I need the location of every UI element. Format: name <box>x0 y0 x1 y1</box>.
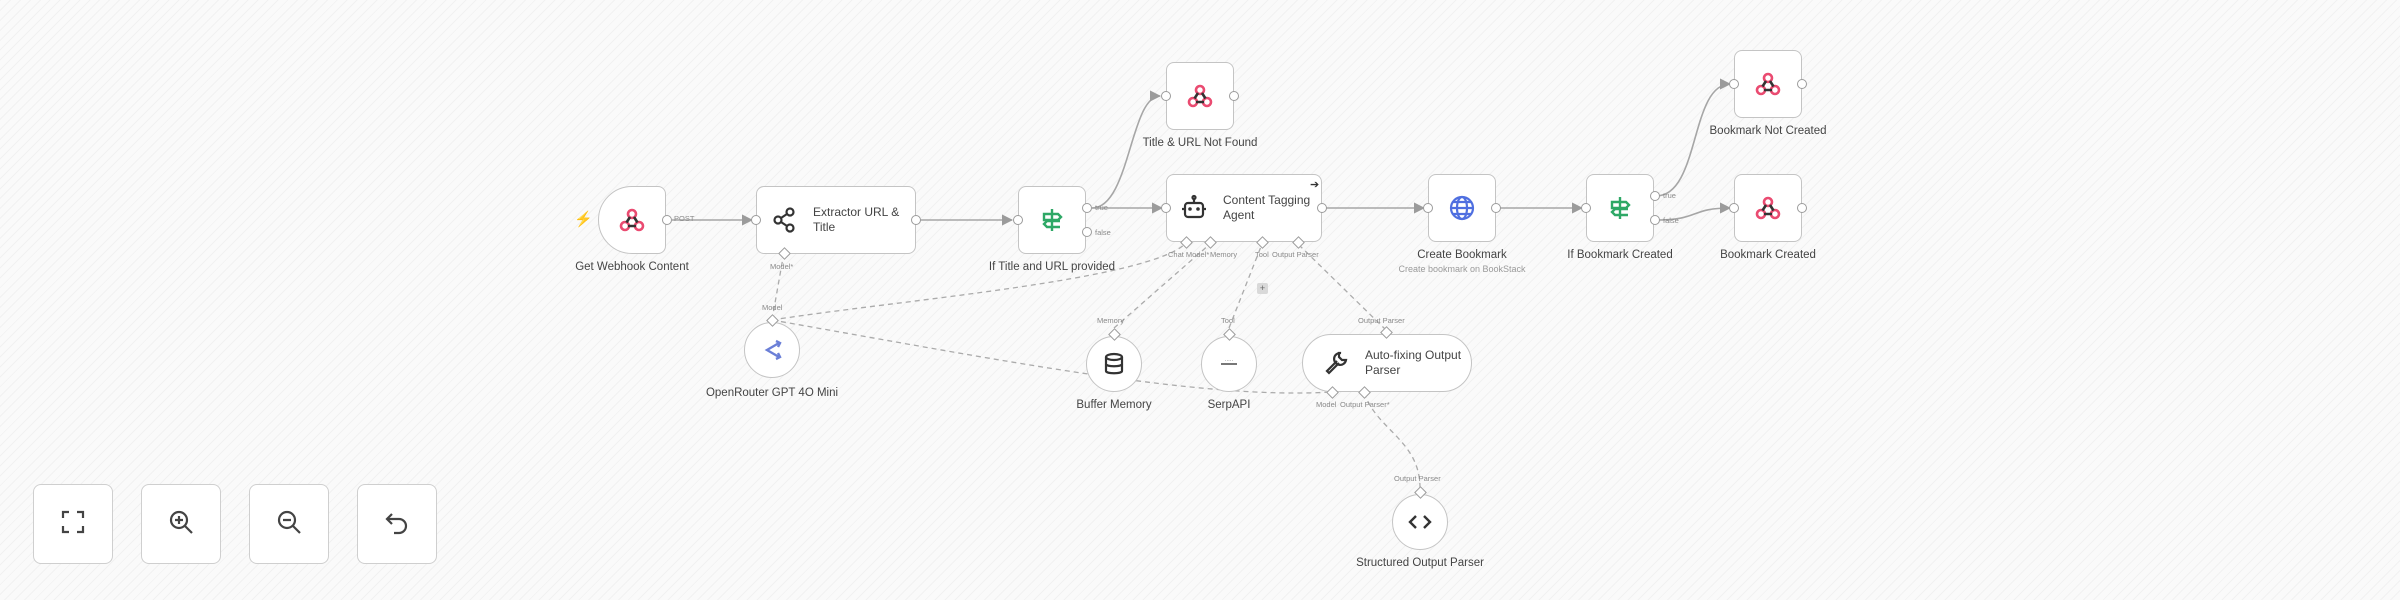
port-label-if-false: false <box>1095 228 1111 237</box>
port-label-memory: Memory <box>1210 250 1238 259</box>
port-label-ifb-true: true <box>1663 191 1676 200</box>
node-bookmark-created[interactable] <box>1734 174 1802 242</box>
add-tool-button[interactable]: + <box>1257 283 1268 294</box>
node-title-url-not-found[interactable] <box>1166 62 1234 130</box>
robot-icon <box>1179 193 1209 223</box>
port-label-structured: Output Parser <box>1394 474 1441 483</box>
port-label-if-true: true <box>1095 203 1108 212</box>
label-bookmark-not-created: Bookmark Not Created <box>1709 125 1827 137</box>
fit-view-button[interactable] <box>33 484 113 564</box>
signpost-icon <box>1037 205 1067 235</box>
node-bookmark-not-created[interactable] <box>1734 50 1802 118</box>
code-icon <box>1405 507 1435 537</box>
zoom-in-icon <box>166 507 196 542</box>
label-buffer-memory: Buffer Memory <box>1076 399 1152 411</box>
globe-icon <box>1447 193 1477 223</box>
label-create-bookmark: Create Bookmark <box>1417 249 1507 261</box>
share-nodes-icon <box>769 205 799 235</box>
port-if-in[interactable] <box>1013 215 1023 225</box>
edge-ifb-true-notcreated <box>1655 78 1732 197</box>
port-created-out[interactable] <box>1797 203 1807 213</box>
webhook-icon <box>1185 81 1215 111</box>
port-ifb-in[interactable] <box>1581 203 1591 213</box>
subtitle-create-bookmark: Create bookmark on BookStack <box>1398 264 1526 274</box>
fit-view-icon <box>58 507 88 542</box>
port-ifb-false[interactable] <box>1650 215 1660 225</box>
label-if-title-url: If Title and URL provided <box>988 261 1116 273</box>
port-label-chat-model: Chat Model* <box>1168 250 1210 259</box>
zoom-out-button[interactable] <box>249 484 329 564</box>
label-get-webhook-content: Get Webhook Content <box>575 261 689 273</box>
port-if-true[interactable] <box>1082 203 1092 213</box>
webhook-icon <box>1753 193 1783 223</box>
node-create-bookmark[interactable] <box>1428 174 1496 242</box>
node-openrouter-gpt4o-mini[interactable] <box>744 322 800 378</box>
signpost-icon <box>1605 193 1635 223</box>
port-label-memory-node: Memory <box>1097 316 1125 325</box>
label-structured-output-parser: Structured Output Parser <box>1356 557 1484 569</box>
zoom-out-icon <box>274 507 304 542</box>
port-webhook-out[interactable] <box>662 215 672 225</box>
svg-text:·····: ····· <box>1225 358 1234 364</box>
port-create-out[interactable] <box>1491 203 1501 213</box>
port-create-in[interactable] <box>1423 203 1433 213</box>
node-structured-output-parser[interactable] <box>1392 494 1448 550</box>
port-label-model-openrouter: Model <box>762 303 783 312</box>
label-openrouter: OpenRouter GPT 4O Mini <box>705 387 839 399</box>
port-agent-out[interactable] <box>1317 203 1327 213</box>
port-extractor-in[interactable] <box>751 215 761 225</box>
port-notfound-in[interactable] <box>1161 91 1171 101</box>
wrench-icon <box>1321 348 1351 378</box>
port-label-autofix-top: Output Parser <box>1358 316 1405 325</box>
port-notfound-out[interactable] <box>1229 91 1239 101</box>
node-get-webhook-content[interactable] <box>598 186 666 254</box>
database-icon <box>1099 349 1129 379</box>
port-label-output-parser: Output Parser <box>1272 250 1319 259</box>
zoom-in-button[interactable] <box>141 484 221 564</box>
webhook-icon <box>1753 69 1783 99</box>
label-serpapi: SerpAPI <box>1207 399 1251 411</box>
port-label-ifb-false: false <box>1663 216 1679 225</box>
label-if-bookmark-created: If Bookmark Created <box>1567 249 1673 261</box>
node-auto-fixing-output-parser[interactable]: Auto-fixing Output Parser <box>1302 334 1472 392</box>
agent-title: Content Tagging Agent <box>1223 193 1311 222</box>
agent-expand-arrow-icon[interactable]: ➔ <box>1310 179 1320 191</box>
port-label-post: POST <box>674 214 695 223</box>
openrouter-icon <box>757 335 787 365</box>
node-if-bookmark-created[interactable] <box>1586 174 1654 242</box>
port-agent-in[interactable] <box>1161 203 1171 213</box>
port-created-in[interactable] <box>1729 203 1739 213</box>
edge-openrouter-agent <box>771 242 1187 321</box>
port-label-model-extractor: Model* <box>770 262 794 271</box>
autofix-title: Auto-fixing Output Parser <box>1365 348 1462 377</box>
port-label-tool-node: Tool <box>1221 316 1235 325</box>
node-extractor-url-title[interactable]: Extractor URL & Title <box>756 186 916 254</box>
serpapi-icon: ····· <box>1214 349 1244 379</box>
port-ifb-true[interactable] <box>1650 191 1660 201</box>
undo-icon <box>382 507 412 542</box>
port-extractor-out[interactable] <box>911 215 921 225</box>
port-notcreated-in[interactable] <box>1729 79 1739 89</box>
edge-if-true-notfound <box>1091 90 1162 209</box>
node-buffer-memory[interactable] <box>1086 336 1142 392</box>
port-notcreated-out[interactable] <box>1797 79 1807 89</box>
port-label-autofix-output-parser: Output Parser* <box>1340 400 1390 409</box>
port-label-tool: Tool <box>1255 250 1269 259</box>
extractor-title: Extractor URL & Title <box>813 205 900 234</box>
trigger-bolt-icon: ⚡ <box>574 211 593 228</box>
webhook-icon <box>617 205 647 235</box>
label-bookmark-created: Bookmark Created <box>1720 249 1816 261</box>
node-serpapi[interactable]: ····· <box>1201 336 1257 392</box>
label-title-url-not-found: Title & URL Not Found <box>1142 137 1258 149</box>
node-content-tagging-agent[interactable]: Content Tagging Agent <box>1166 174 1322 242</box>
port-if-false[interactable] <box>1082 227 1092 237</box>
port-label-autofix-model: Model <box>1316 400 1337 409</box>
node-if-title-url[interactable] <box>1018 186 1086 254</box>
undo-button[interactable] <box>357 484 437 564</box>
